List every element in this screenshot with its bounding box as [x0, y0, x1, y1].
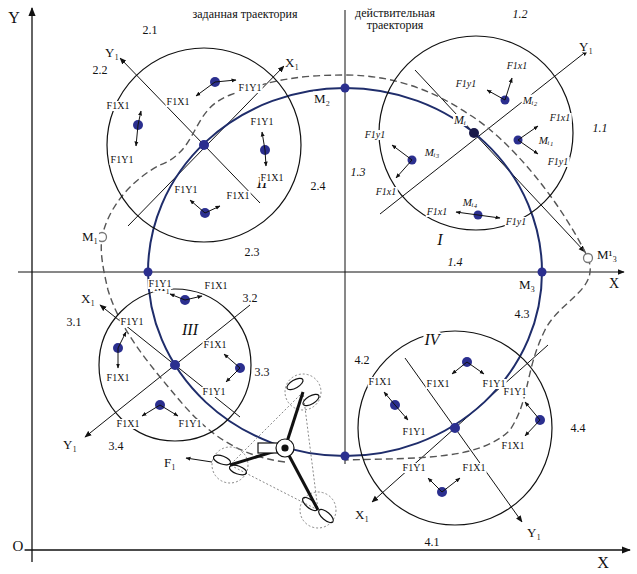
diagram-label: X [596, 555, 610, 571]
global-axes [18, 8, 630, 562]
diagram-label: 1.1 [592, 122, 609, 134]
diagram-label: F1X1 [260, 173, 285, 183]
diagram-label: F1x1 [426, 207, 449, 217]
diagram-label: Mᵢ₁ [538, 135, 555, 146]
diagram-label: Y₁ [104, 46, 120, 59]
diagram-label: Y₁ [62, 438, 78, 451]
region-number: III [181, 322, 199, 338]
diagram-label: F1X1 [226, 191, 251, 201]
diagram-label: F1Y1 [503, 387, 528, 397]
diagram-label: F1y1 [455, 79, 478, 89]
diagram-label: Y₁ [578, 40, 594, 53]
diagram-label: Y [7, 10, 21, 26]
diagram-label: Mᵢ₂ [522, 95, 539, 106]
diagram-label: F1Y1 [120, 317, 145, 327]
diagram-label: Y₁ [526, 526, 542, 539]
diagram-label: 2.4 [310, 180, 327, 192]
circle-outline [106, 47, 302, 243]
region-number: IV [423, 332, 440, 348]
quadrotor [186, 374, 336, 528]
diagram-label: F1X1 [426, 379, 451, 389]
diagram-label: 3.4 [108, 440, 125, 452]
diagram-label: F1Y1 [238, 83, 263, 93]
diagram-label: 2.2 [92, 64, 109, 76]
diagram-label: 3.3 [254, 366, 271, 378]
diagram-label: F1Y1 [178, 419, 203, 429]
force-circle: II [106, 47, 302, 243]
local-axes [85, 50, 588, 522]
diagram-label: X [608, 277, 620, 291]
diagram-label: F1Y1 [148, 279, 173, 289]
diagram-label: F1X1 [106, 101, 131, 111]
diagram-label: F1X1 [462, 463, 487, 473]
diagram-label: Mᵢ [453, 114, 467, 126]
diagram-label: M₂ [313, 92, 331, 105]
circle-outline [357, 330, 553, 526]
force-circle: IV [357, 330, 553, 526]
diagram-label: X₁ [80, 292, 96, 305]
trajectory-points [144, 84, 547, 461]
diagram-label: F1X1 [501, 441, 526, 451]
diagram-label: O [12, 539, 25, 554]
diagram-label: F1Y1 [250, 117, 275, 127]
diagram-label: F1X1 [106, 373, 131, 383]
diagram-label: 1.4 [447, 256, 464, 268]
diagram-label: заданная траектория [192, 8, 299, 20]
diagram-label: действительная траектория [347, 7, 444, 31]
diagram-label: 3.2 [242, 292, 259, 304]
diagram-label: 1.2 [512, 8, 529, 20]
diagram-label: F1x1 [549, 113, 572, 123]
diagram-label: X₁ [284, 56, 300, 69]
diagram-label: 4.2 [354, 354, 371, 366]
diagram-label: F1Y1 [402, 463, 427, 473]
diagram-label: X₁ [354, 508, 370, 521]
diagram-label: 2.3 [244, 246, 261, 258]
diagram-label: M₁ [81, 230, 99, 243]
diagram-label: 3.1 [66, 316, 83, 328]
given-trajectory [148, 88, 542, 456]
diagram-label: F1y1 [505, 217, 528, 227]
diagram-label: F1Y1 [202, 387, 227, 397]
diagram-label: F1x1 [506, 61, 529, 71]
diagram-label: 2.1 [142, 24, 159, 36]
diagram-label: F1X1 [166, 97, 191, 107]
actual-trajectory [101, 75, 590, 462]
diagram-label: 4.4 [570, 422, 587, 434]
diagram-label: M¹₃ [596, 248, 618, 261]
region-number: I [436, 232, 443, 248]
diagram-label: F1X1 [368, 377, 393, 387]
diagram-label: M₃ [518, 278, 536, 291]
diagram-label: F1Y1 [402, 427, 427, 437]
diagram-label: Mᵢ₃ [424, 147, 441, 158]
diagram-label: 4.3 [514, 308, 531, 320]
diagram-label: 1.3 [350, 166, 367, 178]
force-points [113, 77, 545, 497]
diagram-label: F1X1 [203, 340, 228, 350]
diagram-label: F1Y1 [110, 155, 135, 165]
diagram-label: 4.1 [424, 536, 441, 548]
diagram-label: F1x1 [375, 187, 398, 197]
force-arrows [118, 78, 540, 492]
diagram-label: F1Y1 [174, 185, 199, 195]
diagram-label: F₁ [163, 456, 177, 469]
diagram-label: F1X1 [116, 419, 141, 429]
diagram-label: F1y1 [364, 130, 387, 140]
diagram-label: Mᵢ₄ [462, 197, 479, 208]
diagram-label: F1X1 [204, 281, 229, 291]
diagram-label: F1y1 [547, 157, 570, 167]
